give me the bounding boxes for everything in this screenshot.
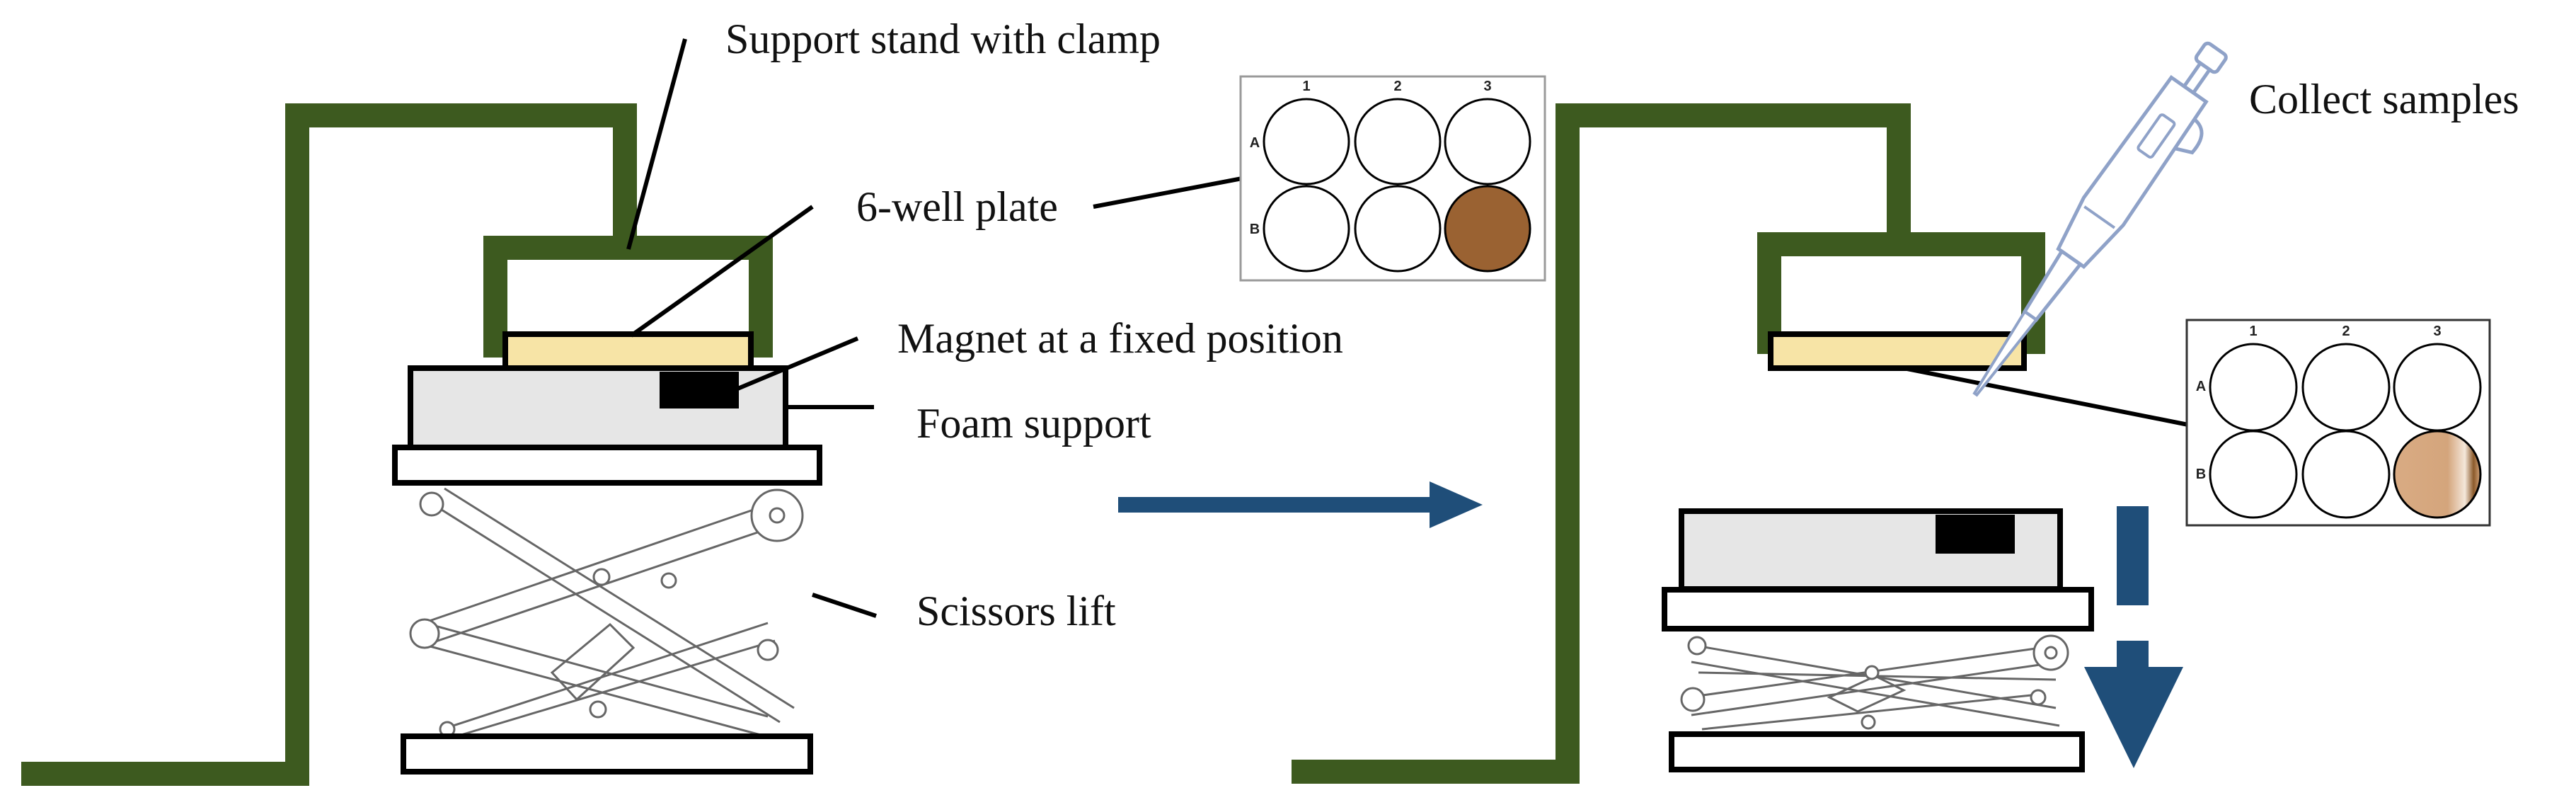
row-label-a-collected: A — [2196, 379, 2206, 394]
left-support-stand — [21, 103, 637, 786]
well-a3 — [1444, 98, 1531, 185]
left-lift-platform-top — [392, 445, 822, 486]
well-b3-sample — [1444, 185, 1531, 273]
well-b3-collected-sample — [2393, 430, 2482, 519]
leader-magnet — [735, 336, 859, 392]
lower-lift-arrow — [2084, 506, 2183, 768]
label-support-stand: Support stand with clamp — [725, 16, 1161, 62]
label-magnet: Magnet at a fixed position — [897, 315, 1343, 362]
leader-collected-plate-inset — [1903, 366, 2189, 427]
leader-support-stand — [626, 38, 687, 250]
col-label-1-collected: 1 — [2249, 324, 2257, 339]
pipette-icon — [1972, 41, 2228, 397]
well-b1-collected — [2209, 430, 2298, 519]
left-magnet — [660, 372, 739, 408]
row-label-a: A — [1250, 135, 1260, 151]
leader-well-plate — [630, 205, 814, 338]
right-lift-platform-bottom — [1669, 731, 2085, 772]
plate-inset-collected: 1 2 3 A B — [2185, 319, 2491, 527]
right-scissors-lift — [1680, 634, 2069, 731]
col-label-3-collected: 3 — [2433, 324, 2441, 339]
well-b1 — [1263, 185, 1350, 273]
col-label-3: 3 — [1483, 79, 1491, 94]
well-a1-collected — [2209, 343, 2298, 432]
row-label-b-collected: B — [2196, 467, 2206, 482]
col-label-2: 2 — [1393, 79, 1401, 94]
process-arrow-right — [1118, 481, 1483, 528]
left-scissors-lift — [409, 487, 804, 738]
right-lift-platform-top — [1662, 587, 2094, 632]
well-a2-collected — [2301, 343, 2391, 432]
well-a3-collected — [2393, 343, 2482, 432]
plate-inset-full: 1 2 3 A B — [1239, 75, 1546, 282]
well-a1 — [1263, 98, 1350, 185]
leader-plate-inset — [1093, 176, 1243, 209]
right-support-stand — [1292, 103, 1911, 784]
left-well-plate — [502, 331, 754, 371]
col-label-1: 1 — [1302, 79, 1310, 94]
well-b2-collected — [2301, 430, 2391, 519]
col-label-2-collected: 2 — [2342, 324, 2350, 339]
right-well-plate — [1768, 331, 2027, 371]
right-magnet — [1936, 515, 2015, 554]
label-foam-support: Foam support — [916, 400, 1151, 447]
left-lift-platform-bottom — [401, 733, 813, 775]
leader-scissors — [812, 593, 877, 618]
well-b2 — [1354, 185, 1442, 273]
well-a2 — [1354, 98, 1442, 185]
row-label-b: B — [1250, 222, 1260, 237]
left-setup: Support stand with clamp 6-well plate Ma… — [21, 16, 1343, 786]
label-collect-samples: Collect samples — [2249, 76, 2519, 122]
label-scissors-lift: Scissors lift — [916, 588, 1116, 634]
right-setup — [1292, 103, 2189, 784]
label-well-plate: 6-well plate — [856, 183, 1058, 230]
